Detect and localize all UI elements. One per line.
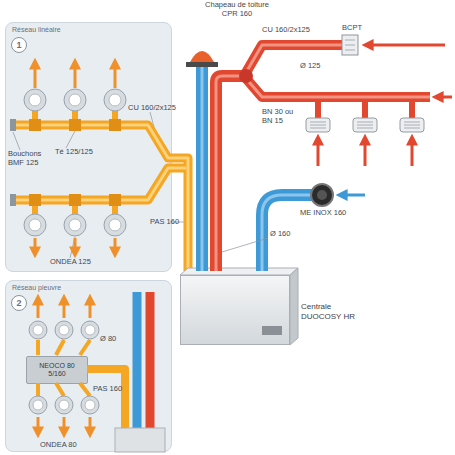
airflow-arrow (114, 238, 117, 250)
airflow-arrow (440, 96, 452, 99)
airflow-arrow (63, 417, 66, 430)
extract-duct (87, 369, 125, 430)
plenum-box: NEOCO 80 5/160 (26, 356, 88, 384)
tee-fitting (29, 119, 121, 206)
airflow-arrow (63, 302, 66, 318)
intake-duct (262, 195, 322, 271)
airflow-arrow (411, 142, 414, 166)
extract-duct (16, 125, 188, 271)
extract-terminal (81, 396, 99, 414)
airflow-arrow (344, 194, 365, 197)
supply-duct (216, 76, 246, 271)
airflow-arrow (114, 66, 117, 88)
callout-number-text: 2 (12, 296, 26, 310)
supply-duct (244, 76, 430, 97)
callout-number: 2 (11, 295, 27, 311)
end-cap (10, 194, 16, 206)
extract-terminal (104, 214, 126, 236)
network-panel: Réseau linéaire 1 (5, 22, 172, 272)
airflow-arrow (370, 44, 445, 47)
leader-line (222, 238, 268, 252)
supply-terminal (400, 118, 424, 132)
extract-terminal (29, 396, 47, 414)
part-label: CU 160/2x125 (262, 26, 322, 35)
duct-highlight (262, 195, 322, 271)
callout-number-text: 1 (12, 38, 26, 52)
extract-terminal (104, 89, 126, 111)
airflow-arrow (89, 417, 92, 430)
roof-plate (186, 62, 218, 67)
network-panel: Réseau pieuvre 2NEOCO 80 5/160 (5, 280, 172, 452)
airflow-arrow (37, 417, 40, 430)
leader-line (13, 112, 184, 258)
end-cap (10, 119, 16, 131)
part-label: ME INOX 160 (300, 209, 360, 218)
panel-heading: Réseau pieuvre (12, 284, 61, 291)
duct-riser (35, 111, 115, 214)
grille-slats (345, 40, 355, 50)
ventilation-unit: Centrale DUOCOSY HR (180, 275, 290, 345)
supply-terminal (306, 118, 330, 132)
roof-cap (190, 51, 214, 62)
extract-terminal (64, 214, 86, 236)
extract-terminal (64, 89, 86, 111)
airflow-arrow (74, 66, 77, 88)
supply-duct (244, 45, 342, 76)
extract-terminal (81, 321, 99, 339)
extract-terminal (24, 214, 46, 236)
extract-terminal (55, 396, 73, 414)
wall-inlet (311, 184, 333, 206)
part-label: Chapeau de toiture CPR 160 (205, 1, 269, 18)
mini-unit (115, 428, 165, 452)
exhaust-duct (196, 67, 208, 271)
airflow-arrow (364, 142, 367, 166)
part-label: Ø 160 (270, 230, 300, 239)
extract-duct (16, 168, 186, 200)
duct-highlight (16, 125, 188, 271)
unit-side-face (290, 268, 298, 345)
plenum-label: NEOCO 80 5/160 (27, 357, 87, 383)
exhaust-duct (133, 292, 142, 430)
callout-number: 1 (11, 37, 27, 53)
supply-terminal (353, 118, 377, 132)
extract-terminal (55, 321, 73, 339)
airflow-arrow (34, 66, 37, 88)
duct-highlight (16, 168, 186, 200)
duct-highlight (201, 67, 204, 271)
wall-inlet-center (317, 190, 327, 200)
airflow-arrow (34, 238, 37, 250)
airflow-arrow (37, 302, 40, 318)
part-label: BN 30 ou BN 15 (262, 108, 304, 125)
panel-heading: Réseau linéaire (12, 26, 61, 33)
airflow-arrow (89, 302, 92, 318)
octopus-network (29, 292, 165, 452)
bcpt-grille (342, 35, 358, 55)
unit-label: Centrale DUOCOSY HR (301, 302, 359, 321)
part-label: BCPT (342, 24, 382, 33)
unit-control (262, 326, 282, 335)
duct-drop (318, 102, 412, 118)
duct-highlight (216, 45, 430, 271)
extract-terminal (29, 321, 47, 339)
part-label: Ø 125 (300, 62, 330, 71)
airflow-arrow (74, 238, 77, 250)
flexible-duct (38, 340, 90, 396)
supply-duct (146, 292, 155, 430)
unit-top-face (180, 268, 298, 275)
y-fitting (239, 69, 253, 83)
linear-network (10, 66, 188, 271)
extract-terminal (24, 89, 46, 111)
airflow-arrow (317, 142, 320, 166)
